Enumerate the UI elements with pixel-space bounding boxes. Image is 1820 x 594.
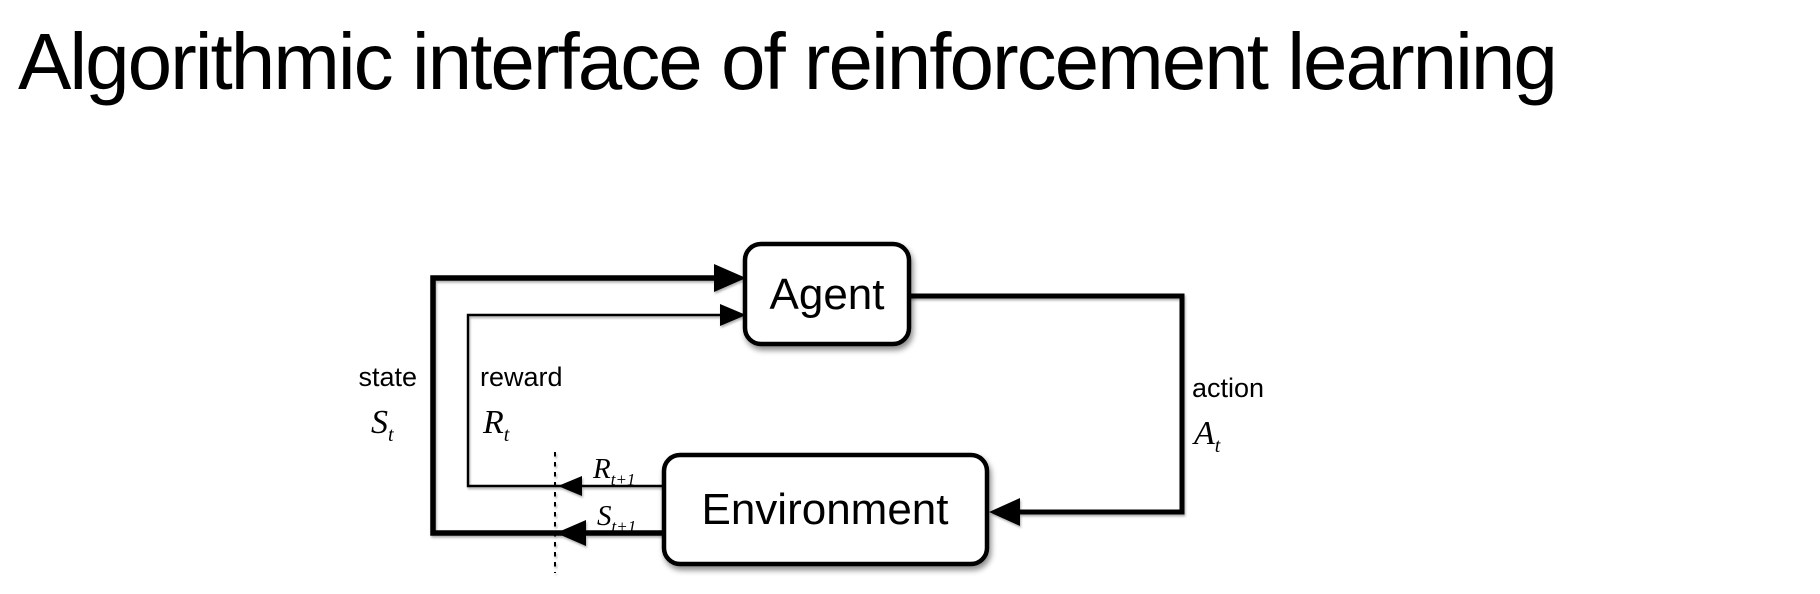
connector-lines [430, 264, 1185, 573]
environment-box [661, 452, 990, 567]
environment-node: Environment [661, 452, 990, 567]
state-loop-line [430, 275, 716, 536]
action-word-label: action [1192, 373, 1264, 403]
reward-symbol-label: Rt [482, 404, 510, 446]
edge-labels: state St reward Rt action At Rt+1 St+1 [358, 362, 1264, 536]
agent-box [742, 241, 912, 347]
state-word-label: state [358, 362, 417, 392]
agent-node: Agent [742, 241, 912, 347]
reward-word-label: reward [480, 362, 563, 392]
state-next-arrowhead-icon [556, 520, 586, 546]
next-reward-symbol-label: Rt+1 [592, 453, 635, 489]
reward-arrowhead-into-agent-icon [720, 304, 746, 326]
state-symbol-label: St [371, 404, 394, 446]
state-arrowhead-into-agent-icon [714, 264, 746, 292]
agent-label: Agent [770, 270, 885, 319]
action-loop-line [909, 293, 1185, 515]
action-symbol-label: At [1192, 415, 1221, 457]
reward-next-arrowhead-icon [558, 476, 582, 496]
environment-label: Environment [701, 485, 948, 534]
action-arrowhead-into-environment-icon [989, 498, 1020, 526]
slide-title: Algorithmic interface of reinforcement l… [18, 17, 1558, 106]
next-state-symbol-label: St+1 [597, 500, 636, 536]
